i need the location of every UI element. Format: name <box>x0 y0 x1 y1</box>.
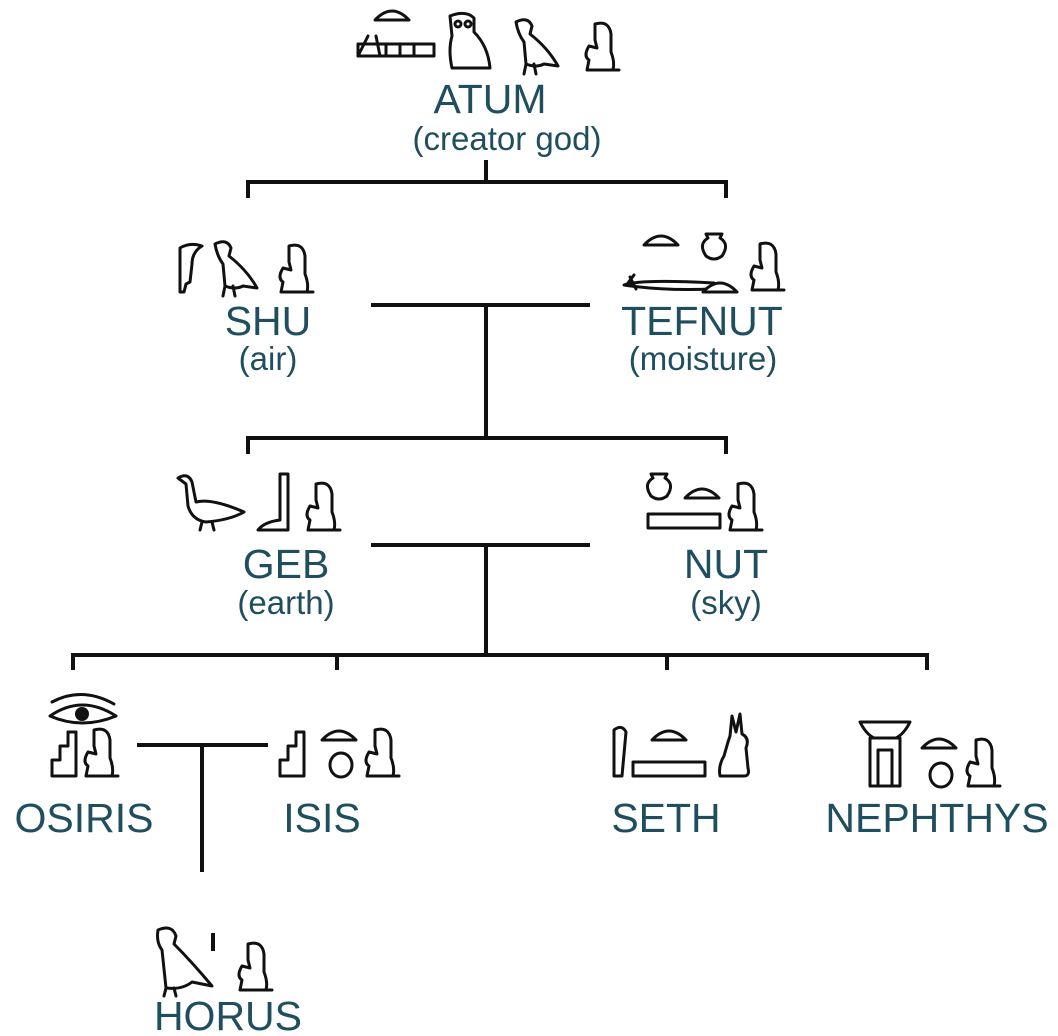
tefnut-hieroglyph-icon <box>622 232 786 294</box>
seth-hieroglyph-icon <box>612 712 750 778</box>
nut-role: (sky) <box>690 584 761 621</box>
node-horus: HORUS <box>154 926 302 1036</box>
osiris-hieroglyph-icon <box>48 692 120 778</box>
geb-role: (earth) <box>237 584 334 621</box>
horus-name: HORUS <box>154 993 302 1036</box>
tefnut-name: TEFNUT <box>621 298 783 344</box>
connector-lines <box>71 160 929 872</box>
nut-name: NUT <box>684 541 768 587</box>
shu-name: SHU <box>225 298 312 344</box>
geb-name: GEB <box>243 541 330 587</box>
tefnut-role: (moisture) <box>629 340 778 377</box>
shu-hieroglyph-icon <box>178 240 315 298</box>
nut-hieroglyph-icon <box>645 472 764 532</box>
atum-role: (creator god) <box>413 120 602 157</box>
node-isis: ISIS <box>278 727 401 841</box>
shu-role: (air) <box>239 340 298 377</box>
shu-tefnut-children-line <box>246 436 728 454</box>
node-nephthys: NEPHTHYS <box>825 720 1049 841</box>
horus-hieroglyph-icon <box>156 926 274 998</box>
node-atum: ATUM (creator god) <box>356 9 621 157</box>
atum-name: ATUM <box>433 76 546 122</box>
geb-nut-children-line <box>71 653 929 670</box>
seth-name: SETH <box>611 795 720 841</box>
isis-name: ISIS <box>283 795 360 841</box>
node-tefnut: TEFNUT (moisture) <box>621 232 786 377</box>
nephthys-hieroglyph-icon <box>858 720 1002 789</box>
atum-hieroglyph-icon <box>356 9 621 76</box>
node-shu: SHU (air) <box>178 240 315 377</box>
osiris-name: OSIRIS <box>15 795 154 841</box>
atum-children-line <box>246 180 728 198</box>
node-geb: GEB (earth) <box>176 472 342 621</box>
node-osiris: OSIRIS <box>15 692 154 841</box>
geb-hieroglyph-icon <box>176 472 342 532</box>
node-nut: NUT (sky) <box>645 472 768 621</box>
node-seth: SETH <box>611 712 750 841</box>
isis-hieroglyph-icon <box>278 727 401 779</box>
nephthys-name: NEPHTHYS <box>825 795 1048 841</box>
